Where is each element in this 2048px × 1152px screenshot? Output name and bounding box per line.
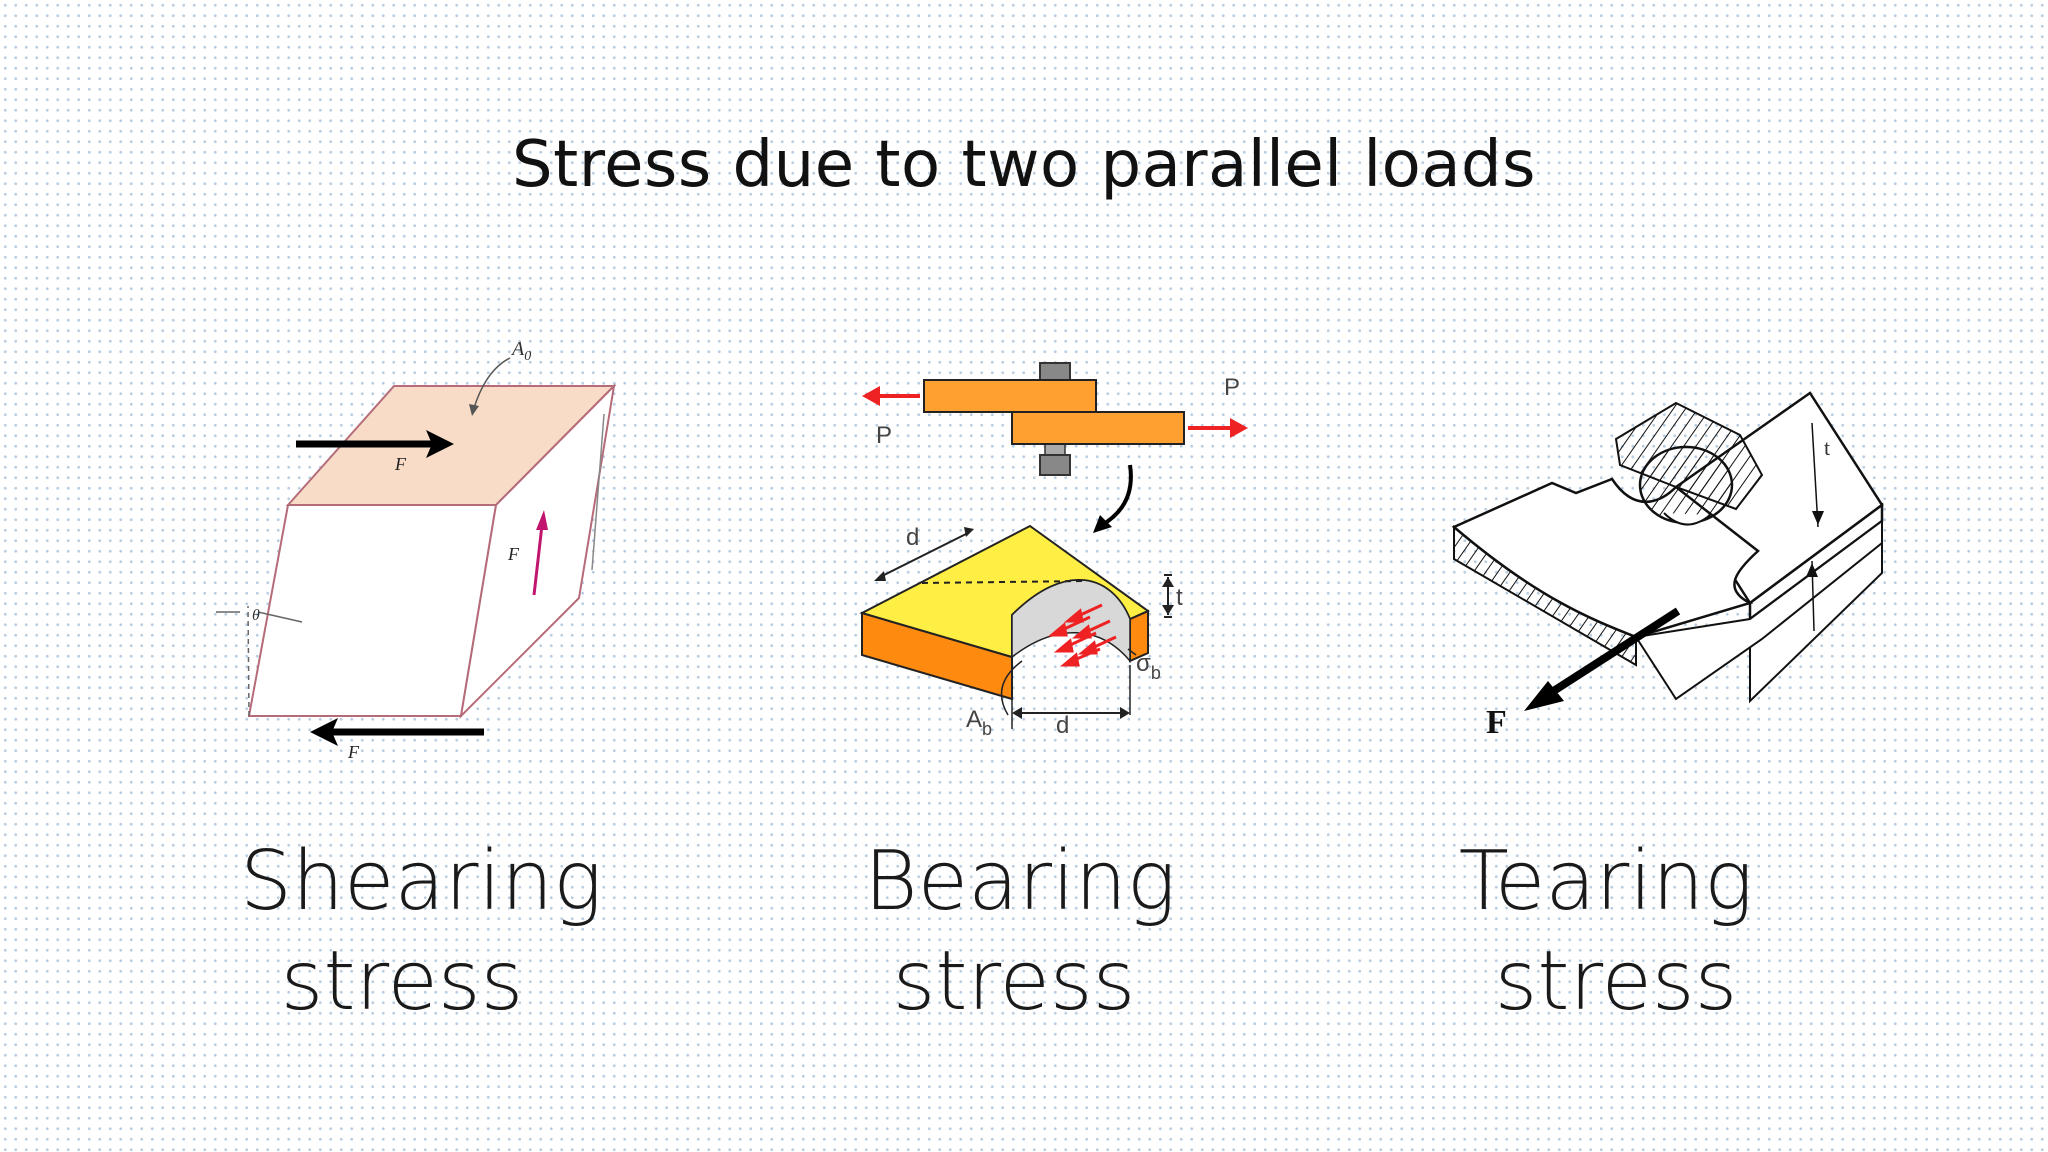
caption-bearing: Bearing stress <box>860 832 1180 1032</box>
bottom-force-arrow <box>310 718 484 746</box>
bearing-stress-diagram: P P d t d Ab σb <box>859 362 1248 739</box>
block-front-face <box>247 504 498 717</box>
top-force-arrow <box>296 430 454 458</box>
block-right-face <box>459 383 616 719</box>
left-load-arrow <box>862 386 920 406</box>
caption-tearing-line1: Tearing <box>1458 834 1754 929</box>
tearing-stress-diagram: t F <box>1451 391 1884 741</box>
left-load-label: P <box>876 422 892 449</box>
caption-tearing: Tearing stress <box>1446 832 1766 1032</box>
dim-d-top-label: d <box>906 524 919 551</box>
dim-t <box>1162 574 1174 618</box>
caption-shearing: Shearing stress <box>240 832 603 1032</box>
dim-d-top <box>879 532 969 578</box>
angle-label: θ <box>252 607 260 624</box>
magenta-force-arrow <box>532 510 548 596</box>
rivet <box>1638 445 1734 525</box>
bottom-force-label: F <box>347 742 360 762</box>
lower-plate <box>1011 411 1185 445</box>
bearing-pressure-arrows <box>1047 603 1117 667</box>
plate-edge-strip <box>1634 519 1883 701</box>
slide-title: Stress due to two parallel loads <box>511 128 1537 202</box>
zoom-arrow <box>1100 464 1133 527</box>
area-label: A0 <box>510 338 531 364</box>
right-load-label: P <box>1224 374 1240 401</box>
force-arrow <box>1524 607 1681 711</box>
bolt-head-bottom <box>1039 454 1071 476</box>
caption-shearing-line2: stress <box>280 934 524 1029</box>
upper-plate <box>923 379 1097 413</box>
side-force-label: F <box>507 544 520 564</box>
area-b-label: Ab <box>966 706 992 739</box>
dim-t-label: t <box>1176 584 1183 611</box>
force-label: F <box>1486 704 1507 741</box>
caption-shearing-line1: Shearing <box>240 834 603 929</box>
area-leader <box>473 357 511 409</box>
caption-bearing-line2: stress <box>892 934 1136 1029</box>
caption-tearing-line2: stress <box>1494 934 1738 1029</box>
stress-b-label: σb <box>1136 650 1161 683</box>
top-force-label: F <box>394 454 407 474</box>
caption-bearing-line1: Bearing <box>863 834 1177 929</box>
right-load-arrow <box>1188 418 1248 438</box>
dim-d-bottom-label: d <box>1056 712 1069 739</box>
shearing-stress-diagram: F F F A0 θ <box>216 338 617 762</box>
dim-t-label: t <box>1824 435 1830 460</box>
